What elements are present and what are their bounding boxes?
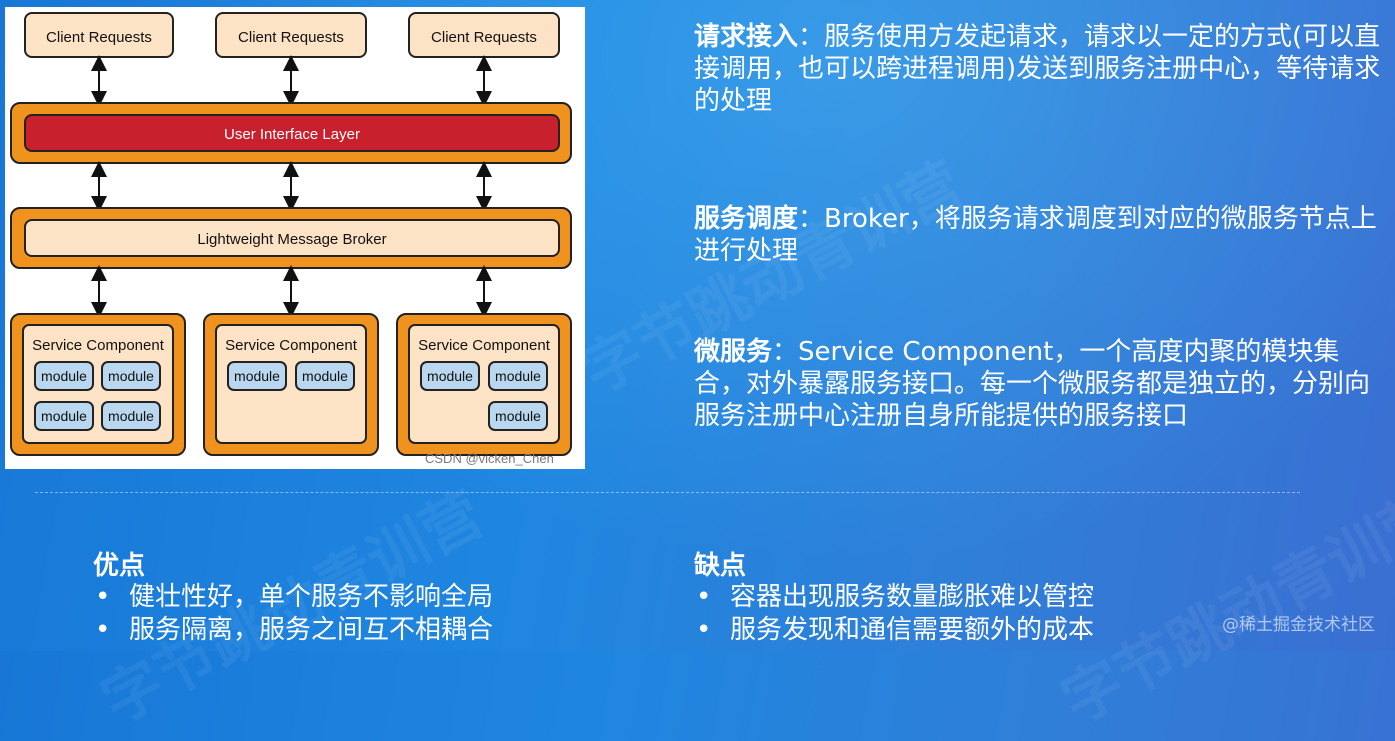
module-box: module — [227, 361, 287, 391]
description-separator: ： — [798, 22, 825, 52]
description-text: 服务使用方发起请求，请求以一定的方式(可以直接调用，也可以跨进程调用)发送到服务… — [694, 22, 1381, 116]
architecture-svg: Client Requests Client Requests Client R… — [10, 12, 572, 456]
description-text: Broker，将服务请求调度到对应的微服务节点上进行处理 — [694, 204, 1377, 266]
description-text: Service Component，一个高度内聚的模块集合，对外暴露服务接口。每… — [694, 337, 1371, 431]
description-title: 服务调度 — [694, 204, 799, 234]
service-title: Service Component — [418, 337, 551, 354]
broker-label: Lightweight Message Broker — [197, 231, 386, 248]
pros-item: 服务隔离，服务之间互不相耦合 — [93, 614, 493, 647]
cons-item: 服务发现和通信需要额外的成本 — [694, 614, 1094, 647]
description-title: 请求接入 — [694, 22, 799, 52]
module-box: module — [34, 361, 94, 391]
module-box: module — [101, 361, 161, 391]
module-label: module — [41, 368, 87, 384]
service-component-2: Service Component module module — [203, 313, 379, 456]
description-scheduling: 服务调度：Broker，将服务请求调度到对应的微服务节点上进行处理 — [694, 203, 1384, 267]
ui-layer-label: User Interface Layer — [224, 126, 360, 143]
ui-layer: User Interface Layer — [10, 102, 572, 164]
module-label: module — [108, 368, 154, 384]
broker-layer: Lightweight Message Broker — [10, 207, 572, 269]
section-divider — [35, 492, 1300, 493]
module-label: module — [427, 368, 473, 384]
pros-title: 优点 — [93, 551, 146, 581]
client-request-box-1: Client Requests — [24, 12, 174, 58]
pros-list: 健壮性好，单个服务不影响全局 服务隔离，服务之间互不相耦合 — [93, 581, 493, 647]
description-request-access: 请求接入：服务使用方发起请求，请求以一定的方式(可以直接调用，也可以跨进程调用)… — [694, 21, 1384, 117]
module-box: module — [101, 401, 161, 431]
cons-title: 缺点 — [694, 551, 747, 581]
module-box: module — [295, 361, 355, 391]
module-label: module — [495, 408, 541, 424]
csdn-watermark: CSDN @vicken_Chen — [425, 451, 554, 466]
module-box: module — [488, 401, 548, 431]
juejin-watermark: @稀土掘金技术社区 — [1222, 615, 1375, 635]
service-component-3: Service Component module module module — [396, 313, 572, 456]
client-request-box-2: Client Requests — [215, 12, 367, 58]
module-label: module — [108, 408, 154, 424]
cons-item: 容器出现服务数量膨胀难以管控 — [694, 581, 1094, 614]
module-box: module — [488, 361, 548, 391]
client-request-box-3: Client Requests — [408, 12, 560, 58]
cons-list: 容器出现服务数量膨胀难以管控 服务发现和通信需要额外的成本 — [694, 581, 1094, 647]
client-request-label: Client Requests — [238, 29, 344, 46]
description-separator: ： — [798, 204, 825, 234]
description-microservice: 微服务：Service Component，一个高度内聚的模块集合，对外暴露服务… — [694, 336, 1384, 432]
module-label: module — [495, 368, 541, 384]
pros-item: 健壮性好，单个服务不影响全局 — [93, 581, 493, 614]
module-label: module — [41, 408, 87, 424]
module-label: module — [302, 368, 348, 384]
description-separator: ： — [772, 337, 799, 367]
service-title: Service Component — [32, 337, 165, 354]
description-title: 微服务 — [694, 337, 773, 367]
module-box: module — [34, 401, 94, 431]
client-request-label: Client Requests — [46, 29, 152, 46]
service-title: Service Component — [225, 337, 358, 354]
service-component-1: Service Component module module module m… — [10, 313, 186, 456]
architecture-diagram: Client Requests Client Requests Client R… — [5, 7, 585, 469]
client-request-label: Client Requests — [431, 29, 537, 46]
module-box: module — [420, 361, 480, 391]
module-label: module — [234, 368, 280, 384]
